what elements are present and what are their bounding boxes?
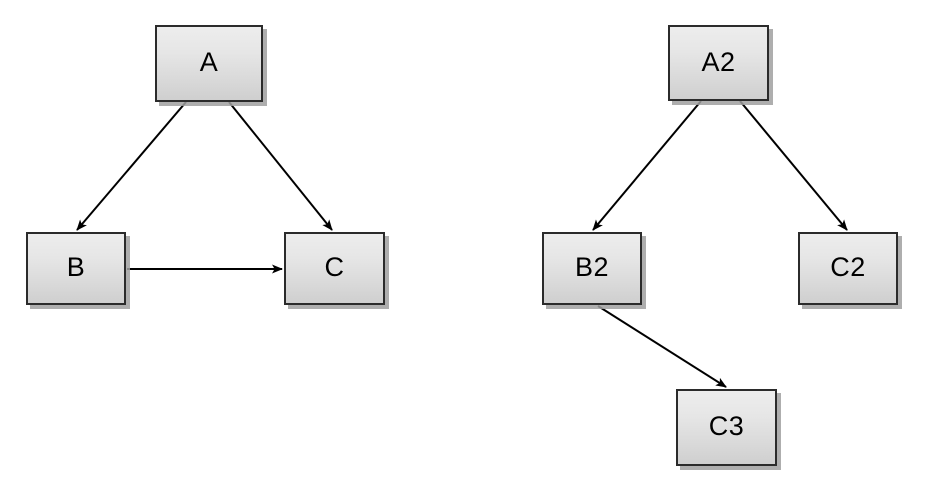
node-a[interactable]: A: [155, 25, 263, 102]
edge-a-to-c: [228, 101, 333, 231]
node-c2[interactable]: C2: [798, 232, 898, 305]
edge-a2-to-b2: [592, 100, 702, 231]
edge-a2-to-c2: [739, 100, 848, 231]
node-label-b: B: [66, 252, 86, 282]
node-label-c3: C3: [708, 411, 745, 441]
node-b[interactable]: B: [26, 232, 126, 305]
node-c[interactable]: C: [284, 232, 385, 305]
node-label-a: A: [199, 47, 219, 77]
edge-b2-to-c3: [597, 305, 727, 388]
node-label-a2: A2: [701, 46, 736, 77]
node-label-c: C: [324, 252, 345, 282]
node-c3[interactable]: C3: [676, 389, 777, 466]
node-label-c2: C2: [830, 252, 866, 282]
node-a2[interactable]: A2: [668, 25, 769, 101]
edge-a-to-b: [76, 101, 187, 231]
node-label-b2: B2: [574, 252, 610, 282]
node-b2[interactable]: B2: [542, 232, 642, 305]
